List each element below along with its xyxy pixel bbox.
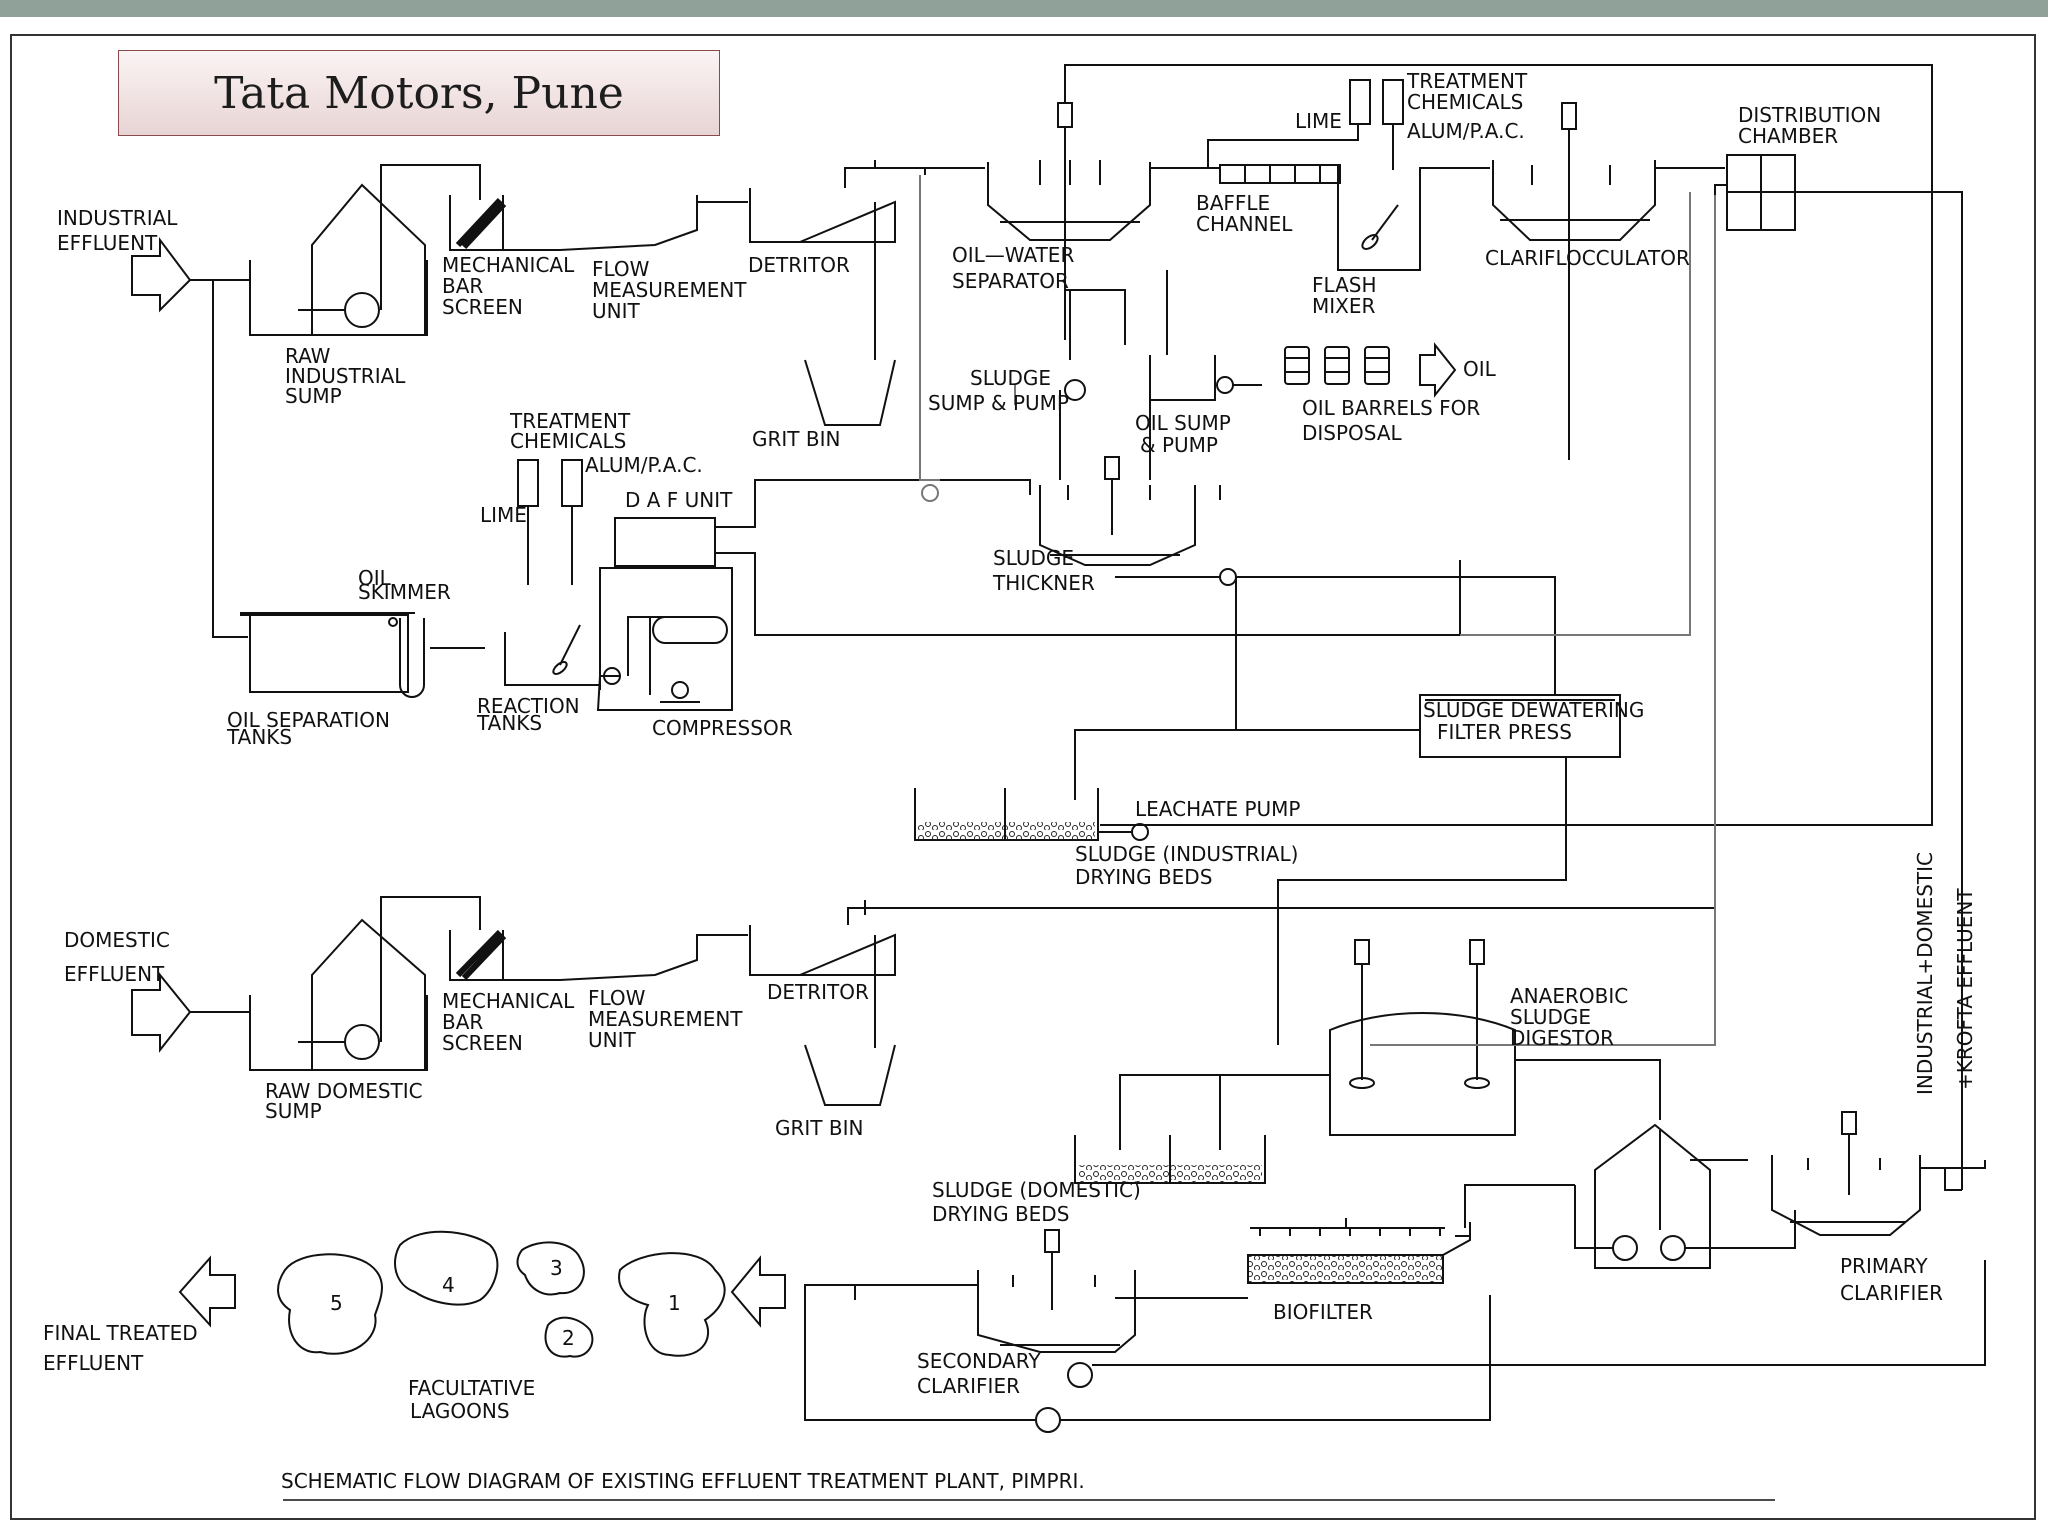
label-oil: OIL: [1463, 357, 1497, 381]
industrial-inlet-arrow: [131, 237, 192, 313]
lagoon-4: [394, 1230, 499, 1306]
lagoon-inlet-arrow: [730, 1255, 786, 1328]
domestic-inlet-arrow: [131, 972, 192, 1053]
oil-sump: [1149, 355, 1216, 401]
label-leachate-pump: LEACHATE PUMP: [1135, 797, 1300, 821]
lagoon-number-2: 2: [562, 1326, 575, 1350]
diagram-caption: SCHEMATIC FLOW DIAGRAM OF EXISTING EFFLU…: [281, 1469, 1085, 1493]
secondary-clarifier: [977, 1270, 1136, 1353]
flash-mixer: [1337, 165, 1490, 271]
lagoon-number-1: 1: [668, 1291, 681, 1315]
baffle-channel: [1219, 164, 1341, 184]
label-grit-bin-top: GRIT BIN: [752, 427, 840, 451]
oil-water-separator: [987, 162, 1151, 241]
label-sludge-industrial-beds: SLUDGE (INDUSTRIAL)DRYING BEDS: [1075, 842, 1298, 889]
sludge-dewatering-filter-press: [1419, 694, 1621, 758]
lagoon-number-5: 5: [330, 1291, 343, 1315]
detritor-bottom: [749, 925, 896, 976]
label-alum-pac-top: ALUM/P.A.C.: [1407, 119, 1525, 143]
label-industrial-domestic: INDUSTRIAL+DOMESTIC+KROFTA EFFLUENT: [1913, 852, 1977, 1095]
grit-bin-bottom: [804, 1044, 896, 1106]
bar-screen-top: [449, 195, 504, 251]
oil-barrels: [1284, 346, 1390, 385]
lagoon-2: [544, 1316, 594, 1358]
label-sludge-domestic-beds: SLUDGE (DOMESTIC)DRYING BEDS: [932, 1178, 1141, 1226]
lime-doser-top: [1349, 79, 1371, 125]
compressor: [671, 681, 689, 699]
final-outlet-arrow: [178, 1255, 236, 1328]
clariflocculator: [1492, 160, 1656, 241]
lagoon-3: [516, 1241, 585, 1296]
sump-housing: [311, 183, 426, 335]
anaerobic-sludge-digestor: [1329, 1011, 1516, 1136]
label-alum-pac-mid: ALUM/P.A.C.: [585, 453, 703, 477]
label-lime-top: LIME: [1295, 109, 1342, 133]
primary-clarifier: [1771, 1155, 1921, 1236]
reaction-tank: [504, 632, 601, 686]
biofilter: [1247, 1254, 1444, 1284]
lime-doser-mid: [517, 459, 539, 507]
label-detritor-bottom: DETRITOR: [767, 980, 869, 1004]
lagoon-number-3: 3: [550, 1256, 563, 1280]
label-biofilter: BIOFILTER: [1273, 1300, 1373, 1324]
pressure-vessel: [652, 616, 728, 644]
sludge-pump: [1064, 379, 1086, 401]
label-detritor-top: DETRITOR: [748, 253, 850, 277]
label-lime-mid: LIME: [480, 503, 527, 527]
label-daf-unit: D A F UNIT: [625, 488, 733, 512]
lagoon-number-4: 4: [442, 1273, 455, 1297]
alum-doser-top: [1382, 79, 1404, 125]
leachate-pump: [1131, 823, 1149, 841]
pump-house: [1594, 1123, 1711, 1269]
daf-unit: [614, 517, 716, 567]
sludge-thickner: [1039, 485, 1196, 566]
compressor-housing: [596, 567, 733, 711]
label-grit-bin-bottom: GRIT BIN: [775, 1116, 863, 1140]
label-compressor: COMPRESSOR: [652, 716, 793, 740]
slide-frame: [10, 34, 2036, 1520]
raw-industrial-sump: [249, 260, 428, 336]
slide-title: Tata Motors, Pune: [118, 50, 720, 136]
detritor-top: [749, 188, 896, 243]
alum-doser-mid: [561, 459, 583, 507]
lagoon-5: [277, 1253, 383, 1355]
top-band: [0, 0, 2048, 17]
grit-bin-top: [804, 359, 896, 426]
label-clariflocculator: CLARIFLOCCULATOR: [1485, 246, 1690, 270]
lagoon-1: [618, 1252, 726, 1357]
label-oil-sump-pump: OIL SUMP& PUMP: [1135, 411, 1231, 457]
oil-separation-tanks: [240, 614, 409, 693]
oil-outlet-arrow: [1419, 342, 1457, 398]
raw-domestic-sump: [249, 995, 428, 1071]
bar-screen-bottom: [449, 930, 504, 981]
